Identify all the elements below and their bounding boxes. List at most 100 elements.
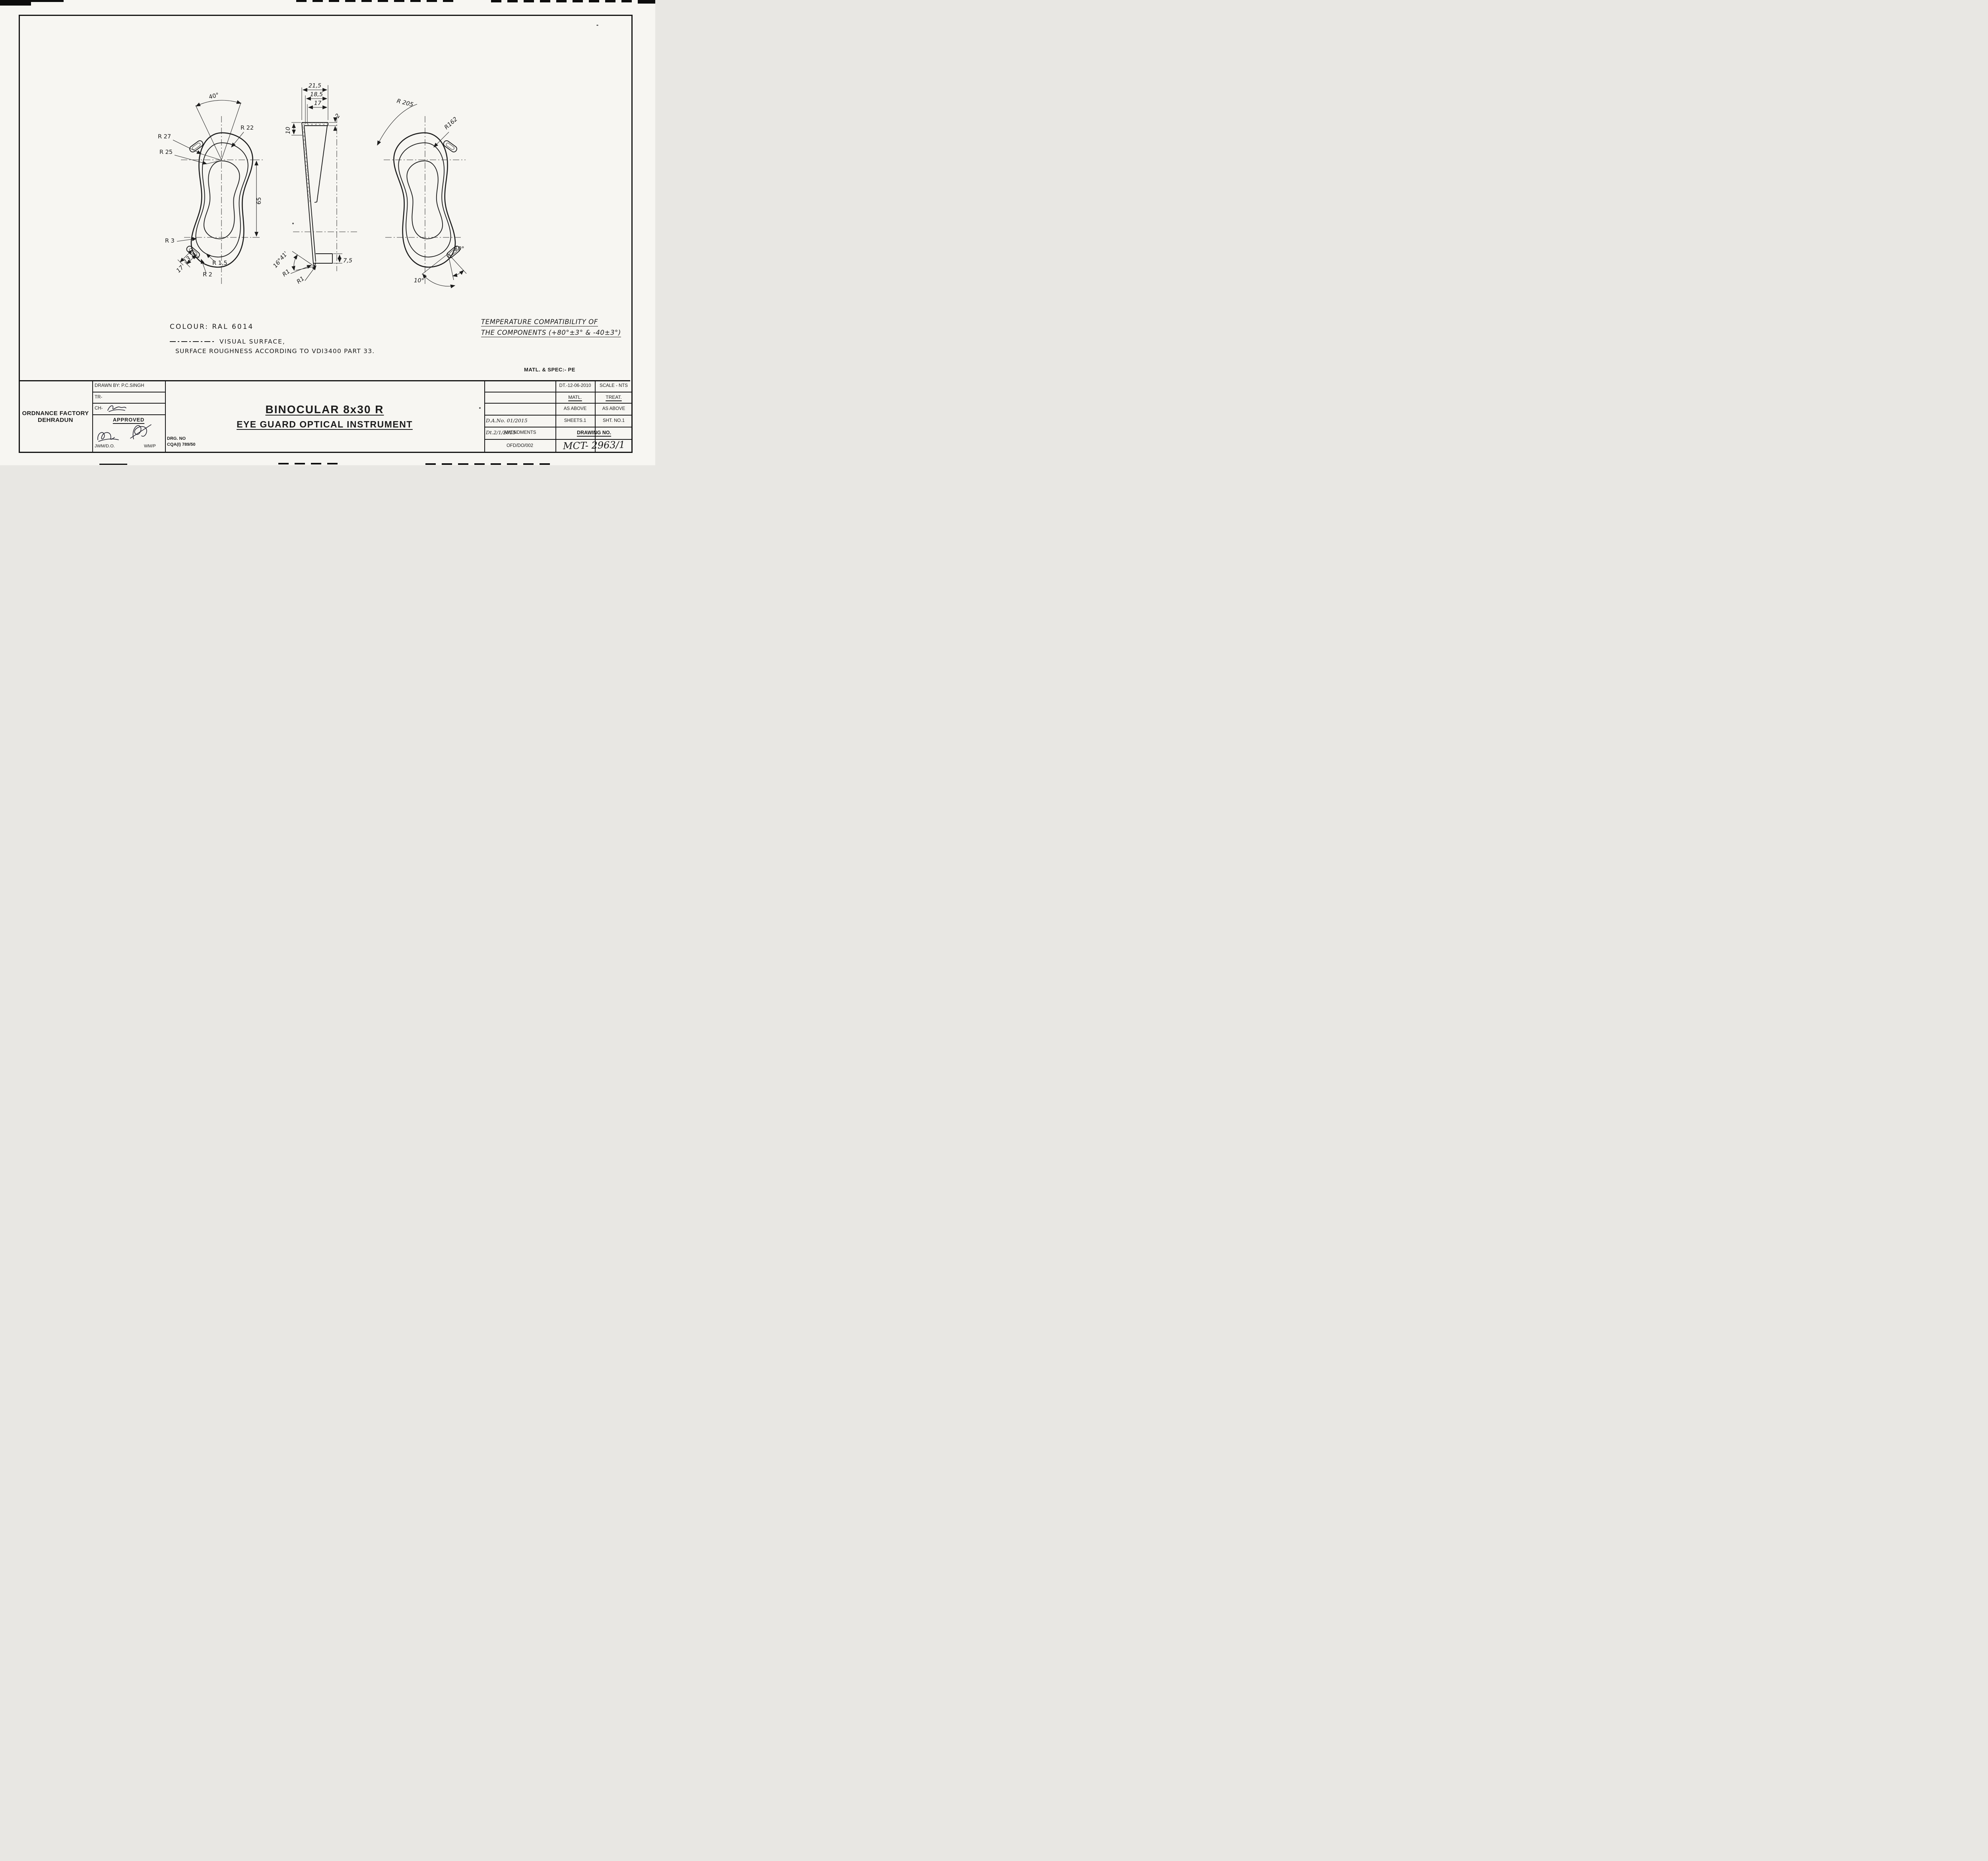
sheet-no-cell: SHT. NO.1 <box>603 418 625 423</box>
leader-r3 <box>177 237 197 242</box>
dim-label-r1b: R1 <box>296 276 306 285</box>
dim-label-r22: R 22 <box>241 125 254 131</box>
section-view: 21,5 18,5 17 2 10 7,5 R1 R1 <box>272 83 357 285</box>
scan-speck <box>292 223 294 224</box>
angle-legs-16-41 <box>292 251 315 271</box>
drawing-no-header: DRAWING NO. <box>577 430 612 435</box>
approver-signature-1 <box>97 432 119 442</box>
dim-label-10b: 10° <box>414 278 424 284</box>
section-foot <box>313 253 333 268</box>
dim-label-13: 13 <box>182 255 192 265</box>
divider-line <box>555 380 556 453</box>
hatch-rim <box>302 122 328 126</box>
bottom-lug <box>447 245 460 258</box>
ext-lines-2 <box>329 122 337 126</box>
front-view-dimensions: 40° R 27 R 25 R 22 65 R 3 13 17 <box>158 92 262 278</box>
leader-r25-tail <box>206 160 221 164</box>
top-lug <box>443 140 457 153</box>
da-no-cell: D.A.No. 01/2015 Dt.2/1/2015 <box>486 418 528 435</box>
scan-artifact <box>425 463 553 465</box>
dim-label-65: 65 <box>256 197 262 204</box>
ext-lines-top <box>301 85 328 124</box>
factory-name-line1: ORDNANCE FACTORY <box>22 410 89 417</box>
eyecup-outer-contour <box>190 131 254 269</box>
factory-name-cell: ORDNANCE FACTORY DEHRADUN <box>19 380 92 453</box>
top-lug <box>189 140 204 153</box>
scan-artifact <box>638 0 655 4</box>
ext-lines-65 <box>252 159 260 238</box>
leader-r22 <box>231 132 244 148</box>
leader-r1-5 <box>206 253 215 262</box>
divider-line <box>595 380 596 453</box>
divider-line <box>165 380 166 453</box>
dim-label-40deg: 40° <box>208 92 220 101</box>
drg-no-value: CQA(I) 789/50 <box>167 442 196 447</box>
drawn-by-cell: DRAWN BY: P.C.SINGH <box>95 383 144 388</box>
ch-cell: CH- <box>95 406 103 411</box>
wm-label: WM/P <box>144 444 156 449</box>
treat-header: TREAT. <box>606 394 622 400</box>
material-spec-note: MATL. & SPEC:- PE <box>524 367 575 373</box>
amendments-header: AMENDMENTS <box>503 430 536 435</box>
scan-artifact <box>0 0 64 2</box>
engineering-drawing: 40° R 27 R 25 R 22 65 R 3 13 17 <box>158 83 467 288</box>
visual-surface-linetype <box>170 341 216 342</box>
front-view: 40° R 27 R 25 R 22 65 R 3 13 17 <box>158 92 263 284</box>
top-lug-slot <box>192 143 201 150</box>
scan-speck <box>596 25 598 26</box>
eyecup-inner-contour <box>397 142 452 258</box>
ofd-cell: OFD/DO/002 <box>506 443 534 448</box>
hatch-wall <box>302 122 311 204</box>
angle-legs <box>195 102 241 160</box>
center-lines <box>181 116 263 284</box>
drawing-title: BINOCULAR 8x30 R <box>165 403 484 416</box>
drawing-title-text: BINOCULAR 8x30 R <box>265 403 384 416</box>
dim-label-18-5: 18,5 <box>310 91 323 98</box>
checker-signature <box>107 405 126 412</box>
scan-artifact <box>278 463 338 464</box>
drawing-sheet: 40° R 27 R 25 R 22 65 R 3 13 17 <box>0 0 655 465</box>
drawing-no-value: MCT- 2963/1 <box>563 439 625 452</box>
matl-header: MATL. <box>568 394 582 400</box>
dim-label-17: 17 <box>175 264 185 274</box>
colour-note: COLOUR: RAL 6014 <box>170 323 254 331</box>
section-profile <box>301 122 328 264</box>
dim-label-7-5: 7,5 <box>343 258 352 264</box>
treat-value: AS ABOVE <box>602 406 625 411</box>
leader-r205 <box>377 104 417 146</box>
rear-view-dimensions: R 205 R162 10° 10° <box>377 98 467 288</box>
eyecup-inner-contour <box>194 142 249 258</box>
dim-label-r27: R 27 <box>158 134 171 140</box>
divider-line <box>92 403 165 404</box>
leader-r1b <box>305 265 316 281</box>
leader-r2 <box>201 258 207 274</box>
bottom-lug-slot <box>449 248 458 256</box>
center-lines <box>384 116 466 284</box>
surface-roughness-note: SURFACE ROUGHNESS ACCORDING TO VDI3400 P… <box>175 348 375 355</box>
scan-speck <box>479 407 481 409</box>
dim-label-r25: R 25 <box>159 149 173 155</box>
dim-label-10a: 10° <box>454 246 464 252</box>
top-lug-slot <box>446 143 454 150</box>
angle-arc-16-41 <box>291 254 298 271</box>
dim-label-r2: R 2 <box>203 272 212 278</box>
divider-line <box>484 415 633 416</box>
section-dimensions: 21,5 18,5 17 2 10 7,5 R1 R1 <box>272 83 352 285</box>
dim-label-r1a: R1 <box>282 268 291 278</box>
angle-arc-10b <box>422 274 456 288</box>
titleblock-top-border <box>19 380 630 381</box>
dim-label-21-5: 21,5 <box>309 83 321 89</box>
drg-no-cell: DRG. NO CQA(I) 789/50 <box>167 436 196 448</box>
divider-line <box>92 380 93 453</box>
leader-r27-tail <box>201 153 221 160</box>
divider-line <box>484 439 633 440</box>
scan-artifact <box>99 464 127 465</box>
ext-ticks-tab <box>177 252 200 268</box>
ext-lines-10 <box>291 122 302 136</box>
factory-name-line2: DEHRADUN <box>37 416 74 423</box>
matl-value: AS ABOVE <box>563 406 587 411</box>
angle-arc-10a <box>452 270 464 277</box>
divider-line <box>484 380 485 453</box>
visual-surface-note: VISUAL SURFACE, <box>219 338 285 345</box>
drawing-subtitle-text: EYE GUARD OPTICAL INSTRUMENT <box>237 419 413 429</box>
